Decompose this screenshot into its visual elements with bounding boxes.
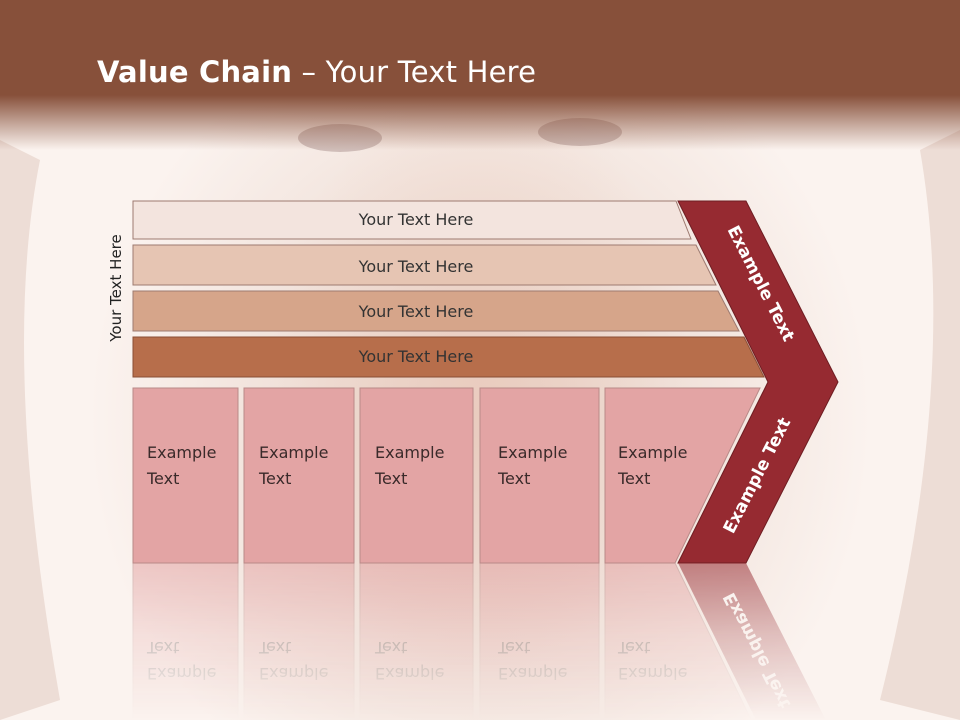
box-4-line2: Text — [497, 469, 530, 488]
box-1-line1: Example — [147, 443, 216, 462]
box-5-line1: Example — [618, 443, 687, 462]
box-2-line2: Text — [258, 469, 291, 488]
bar-stack: Your Text Here Your Text Here Your Text … — [132, 200, 765, 378]
box-3-line2: Text — [374, 469, 407, 488]
box-4 — [479, 387, 600, 564]
title-bold: Value Chain — [97, 55, 293, 89]
box-2-line1: Example — [259, 443, 328, 462]
reflect-box-3-line2: Text — [374, 638, 407, 657]
bar-2 — [132, 244, 717, 286]
box-1 — [132, 387, 239, 564]
bar-1 — [132, 200, 692, 240]
box-3 — [359, 387, 474, 564]
reflect-box-1-line2: Text — [146, 638, 179, 657]
reflect-box-2-line2: Text — [258, 638, 291, 657]
reflect-box-4-line1: Example — [498, 664, 567, 683]
bar-1-label: Your Text Here — [358, 210, 474, 229]
reflect-box-5-line1: Example — [618, 664, 687, 683]
header-band — [0, 0, 960, 150]
bar-4-label: Your Text Here — [358, 347, 474, 366]
reflect-box-5-line2: Text — [617, 638, 650, 657]
box-3-line1: Example — [375, 443, 444, 462]
reflect-box-2-line1: Example — [259, 664, 328, 683]
reflect-box-1-line1: Example — [147, 664, 216, 683]
chevron-arrow: Example Text Example Text — [677, 200, 839, 564]
box-4-line1: Example — [498, 443, 567, 462]
box-1-line2: Text — [146, 469, 179, 488]
slide-title: Value Chain – Your Text Here — [97, 55, 536, 89]
box-2 — [243, 387, 355, 564]
box-5-line2: Text — [617, 469, 650, 488]
bar-4 — [132, 336, 765, 378]
bar-3 — [132, 290, 740, 332]
reflect-box-4-line2: Text — [497, 638, 530, 657]
box-row: Example Text Example Text Example Text E… — [132, 387, 761, 564]
reflection: Example Text Example Text Example Text E… — [132, 562, 826, 720]
reflect-box-3-line1: Example — [375, 664, 444, 683]
title-rest: – Your Text Here — [292, 55, 537, 89]
bar-2-label: Your Text Here — [358, 257, 474, 276]
bar-3-label: Your Text Here — [358, 302, 474, 321]
